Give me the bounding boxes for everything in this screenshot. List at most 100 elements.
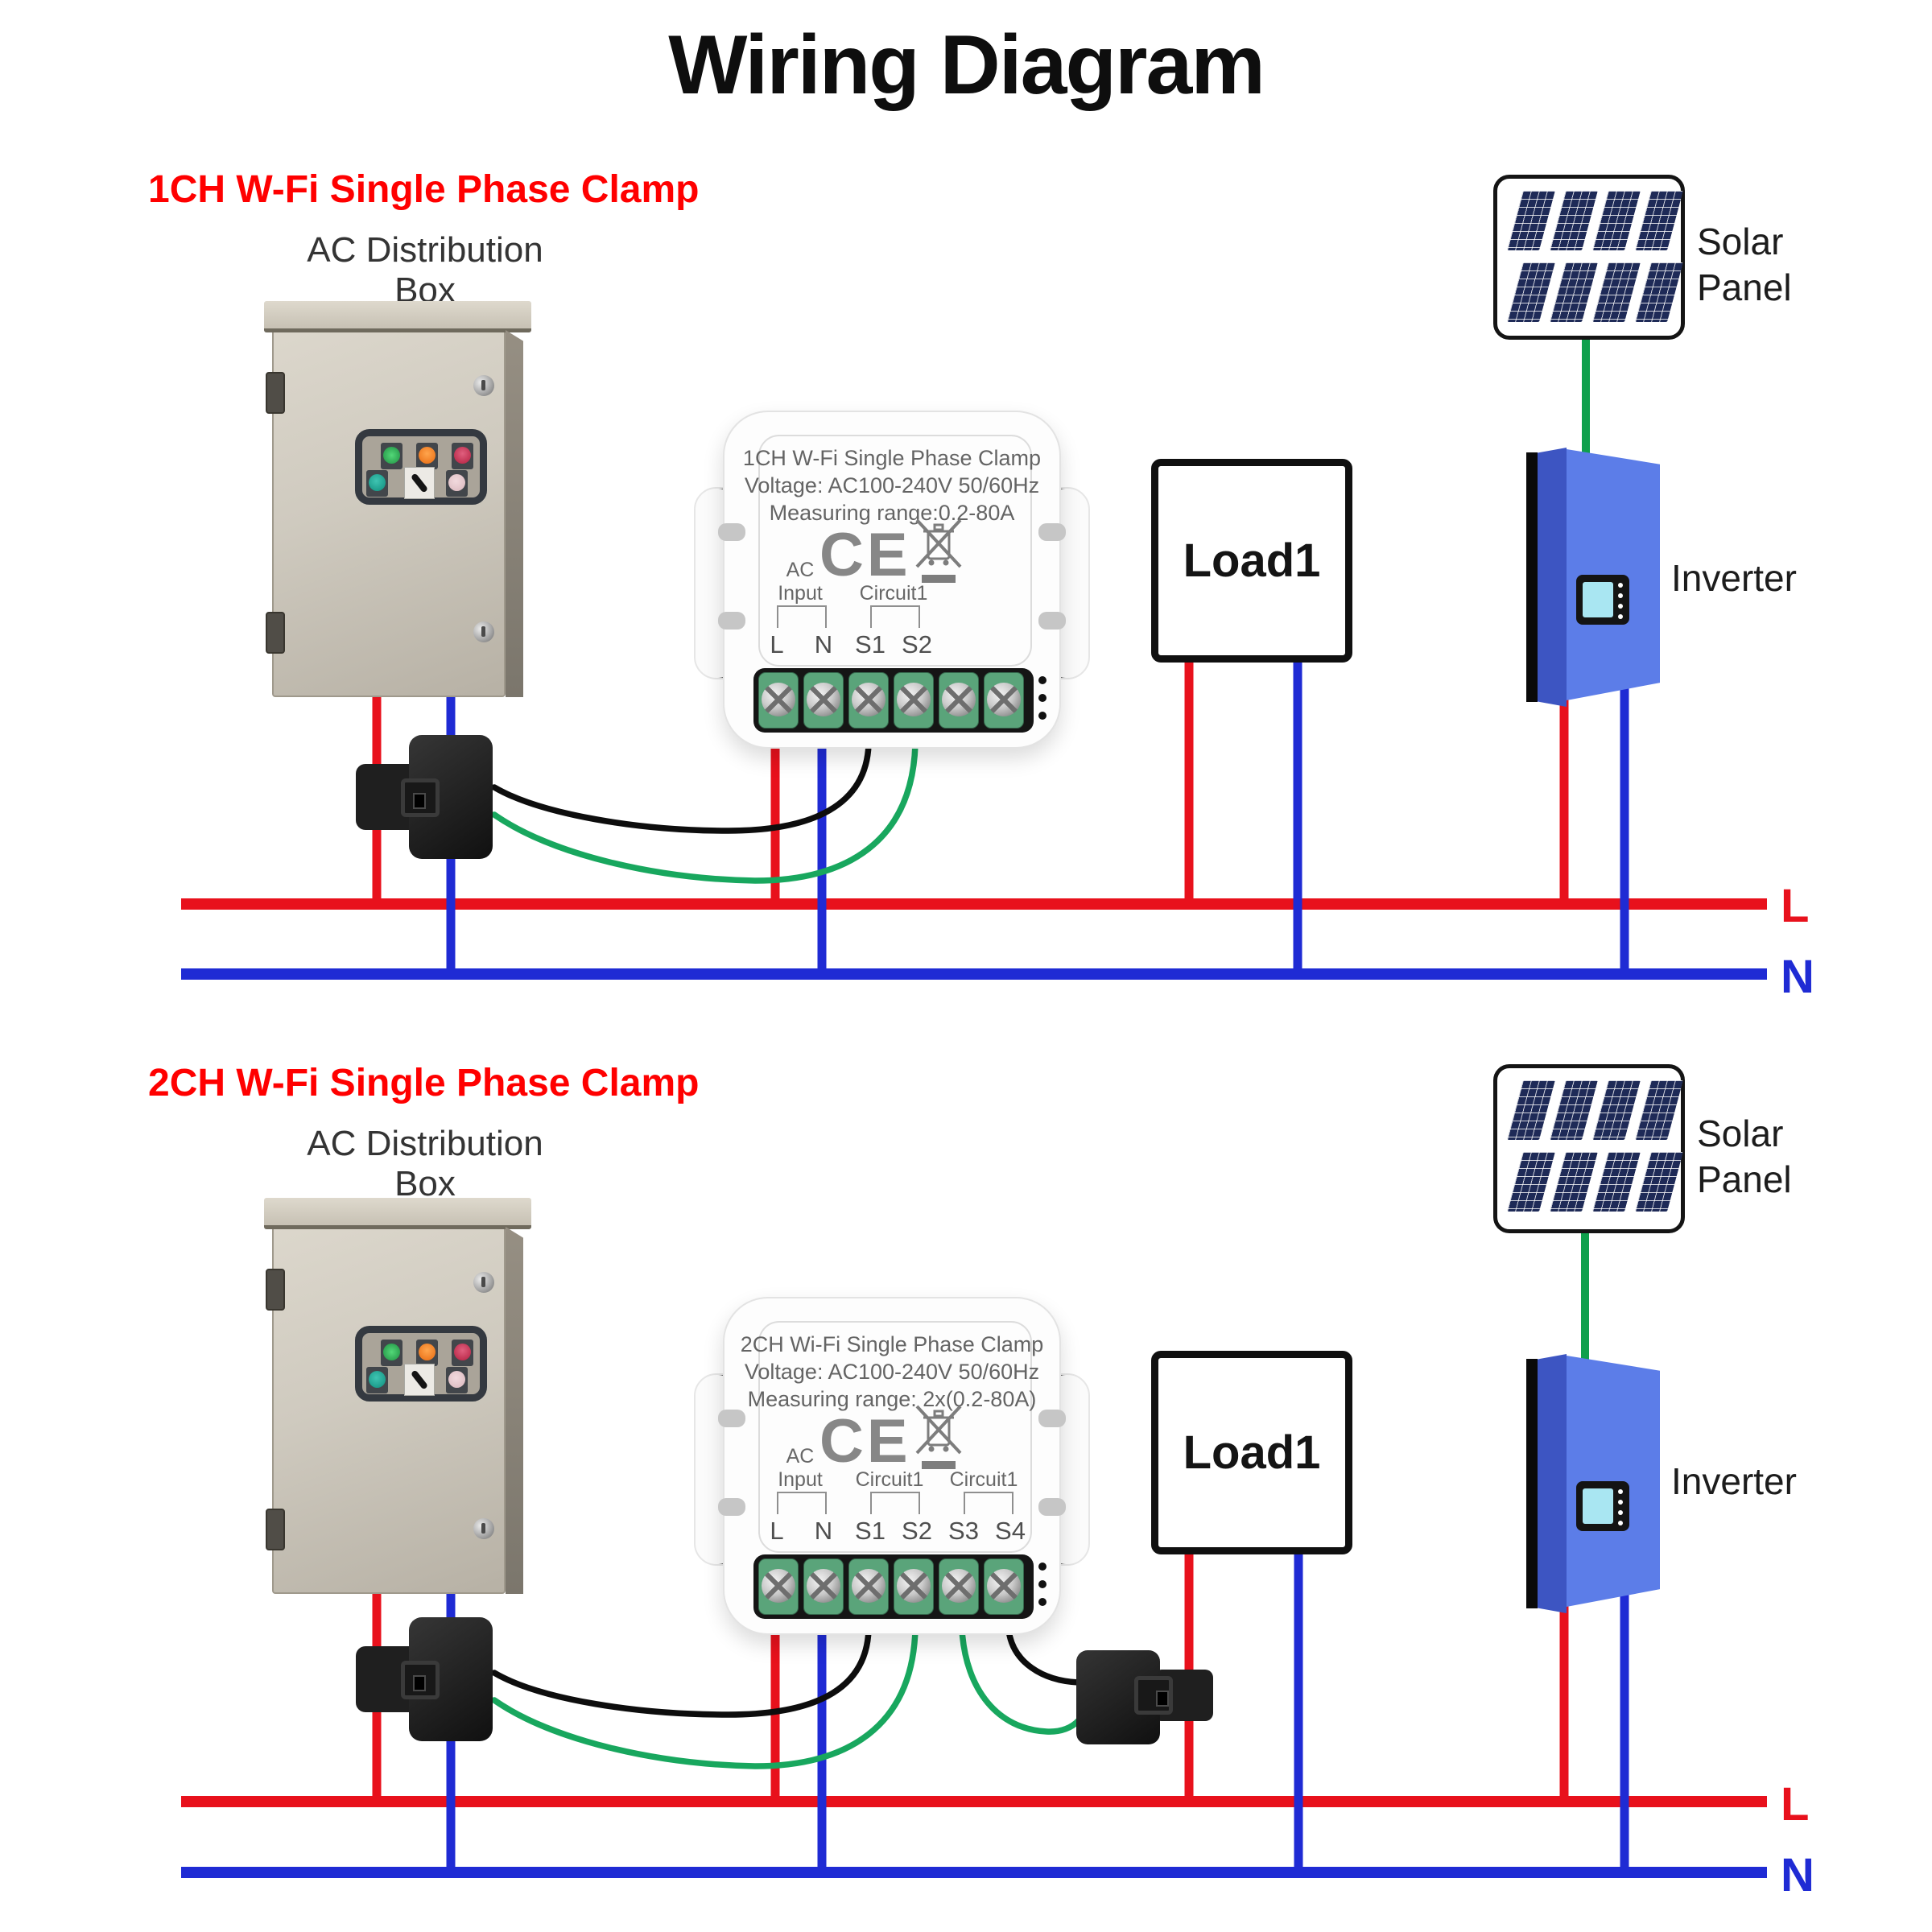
solar-cell-row [1497,1152,1683,1212]
section1-live-bus-label: L [1781,880,1810,932]
solar-cell-icon [1507,191,1555,250]
teal-button-icon [369,474,386,491]
ac-label-line1: AC [786,559,815,581]
section1-ct-clamp [356,735,493,859]
load-label: Load1 [1183,1426,1321,1479]
section2-solar-label: Solar Panel [1697,1111,1792,1203]
solar-label-line1: Solar [1697,1113,1784,1154]
hinge-icon [266,372,285,414]
terminal-label-s4: S4 [995,1517,1026,1545]
section2-header: 2CH W-Fi Single Phase Clamp [148,1062,700,1104]
section2-ac-distribution-box [264,1198,531,1594]
section1-distribution-box-label: AC Distribution Box [264,230,586,311]
terminal-label-s1: S1 [855,630,886,658]
device-spec-text: 1CH W-Fi Single Phase Clamp Voltage: AC1… [733,444,1051,526]
inverter-side-face [1538,448,1567,707]
terminal-label-l: L [770,630,784,658]
solar-cell-row [1497,1080,1683,1140]
button-pink [446,470,468,497]
circuit1-label: Circuit1 [949,1468,1018,1491]
teal-button-icon [369,1371,386,1388]
section2-neutral-bus-label: N [1781,1849,1814,1901]
device-range-line: Measuring range: 2x(0.2-80A) [747,1387,1037,1411]
circuit1-label: Circuit1 [859,582,928,605]
ct-clamp1-black-wire-s1 [491,1627,872,1718]
cabinet-lid [264,1198,531,1229]
indicator-green [381,443,402,469]
circuit1-bracket [964,1492,1013,1514]
hinge-icon [266,1269,285,1311]
section1-solar-label: Solar Panel [1697,219,1792,311]
clip-notch-icon [718,612,745,630]
terminal-strip [753,1554,1034,1619]
display-button-icon [1618,1521,1623,1525]
section2-inverter-label: Inverter [1671,1460,1797,1502]
rotary-switch [404,467,435,499]
solar-cell-icon [1635,191,1683,250]
solar-cell-icon [1507,262,1555,322]
display-button-icon [1618,1489,1623,1494]
ac-label-line2: Input [778,1468,823,1491]
display-screen-icon [1583,582,1613,617]
device-voltage-line: Voltage: AC100-240V 50/60Hz [744,1360,1040,1384]
terminal-label-s2: S2 [902,630,932,658]
solar-cell-icon [1550,1152,1598,1212]
solar-cell-icon [1592,262,1641,322]
pink-button-icon [448,474,465,491]
terminal-screw [848,672,889,729]
device-range-line: Measuring range:0.2-80A [769,501,1015,525]
terminal-strip [753,668,1034,733]
solar-cell-icon [1550,191,1598,250]
red-lamp-icon [454,1344,471,1360]
button-pink [446,1367,468,1393]
terminal-screw [758,1558,799,1615]
terminal-screw [984,1558,1024,1615]
terminal-screw [758,672,799,729]
section1-inverter [1526,448,1663,707]
screw-icon [897,1569,931,1603]
solar-cell-icon [1592,191,1641,250]
section2-load-box: Load1 [1151,1351,1352,1554]
connector-pin-icon [413,1675,426,1691]
circuit1-bracket [870,1492,920,1514]
terminal-screw [939,1558,979,1615]
indicator-green [381,1340,402,1366]
inverter-back-strip [1526,452,1538,702]
ce-mark-icon: CE [819,521,911,589]
led-dots [1038,676,1046,720]
section2-ct-clamp-1 [356,1617,493,1741]
label-area-outline [758,1321,1032,1553]
terminal-screw [803,1558,844,1615]
solar-cell-icon [1635,1152,1683,1212]
pink-button-icon [448,1371,465,1388]
display-button-icon [1618,1500,1623,1505]
label-area-outline [758,435,1032,667]
terminal-label-s2: S2 [902,1517,932,1545]
ac-input-bracket [777,1492,827,1514]
display-button-icon [1618,604,1623,609]
screw-icon [987,683,1021,716]
screw-icon [807,1569,840,1603]
solar-cell-icon [1507,1152,1555,1212]
solar-cell-row [1497,262,1683,322]
inverter-display [1576,1481,1629,1531]
section2-live-bus-label: L [1781,1778,1810,1831]
display-screen-icon [1583,1488,1613,1524]
screw-icon [942,683,976,716]
circuit1-bracket [870,605,920,628]
terminal-label-n: N [814,630,833,658]
indicator-red [452,443,473,469]
button-teal [366,1367,388,1393]
ac-input-label: AC Input [760,1445,840,1492]
solar-cell-icon [1592,1152,1641,1212]
display-button-icon [1618,614,1623,619]
screw-icon [473,1272,494,1293]
green-lamp-icon [383,1344,400,1360]
section2-inverter [1526,1354,1663,1613]
section1-neutral-bus-label: N [1781,951,1814,1003]
cabinet-side [506,1227,523,1594]
section2-distribution-box-label: AC Distribution Box [264,1124,586,1204]
cabinet-lid [264,301,531,332]
clip-notch-icon [718,523,745,541]
